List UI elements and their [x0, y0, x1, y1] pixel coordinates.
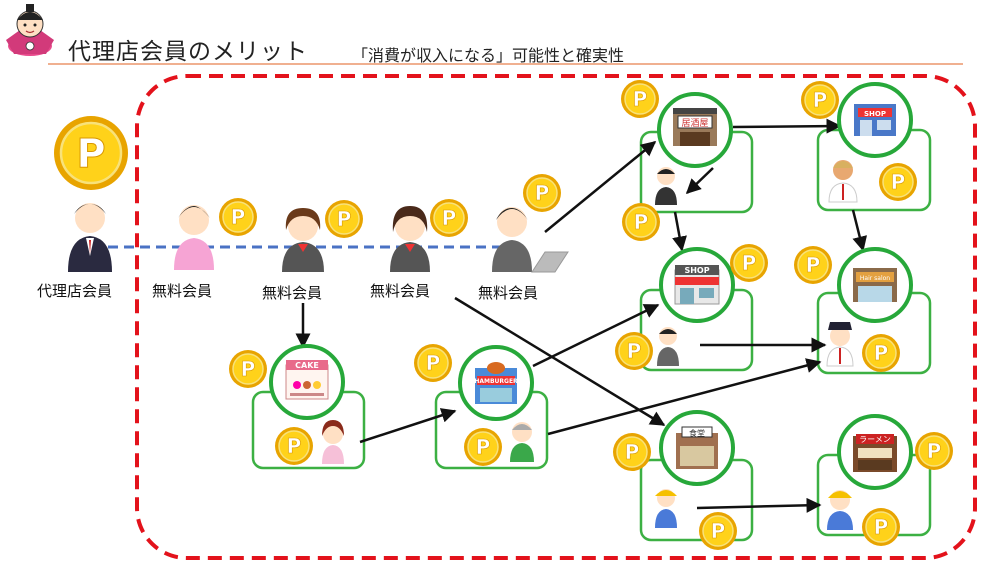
- hamburger-sign: HAMBURGER: [474, 378, 518, 385]
- customer-cake-woman: [322, 420, 344, 464]
- arrow-shokudo-to-ramen: [696, 497, 822, 513]
- coin-icon: [620, 79, 660, 119]
- arrow-izakaya-to-shop-top: [732, 118, 842, 134]
- customer-ramen-worker: [827, 490, 853, 530]
- coin-icon: [228, 349, 268, 389]
- ramen-sign: ラーメン: [859, 435, 891, 444]
- label-agent: 代理店会員: [37, 282, 113, 300]
- customer-hair-officer: [826, 322, 854, 367]
- customer-shop-top-man: [828, 160, 858, 203]
- coin-icon: [621, 202, 661, 242]
- coin-icon: [413, 343, 453, 383]
- arrow-free4-to-shokudo: [454, 296, 666, 427]
- coin-icon: [861, 333, 901, 373]
- shop-izakaya-icon: 居酒屋: [673, 108, 717, 146]
- shop-hair-icon: Hair salon: [853, 268, 897, 302]
- coin-icon: [878, 162, 918, 202]
- page-subtitle: 「消費が収入になる」可能性と確実性: [352, 46, 625, 65]
- izakaya-sign: 居酒屋: [681, 118, 708, 129]
- person-free-1: [174, 205, 214, 270]
- arrow-hamburger-to-shop-mid: [532, 303, 660, 368]
- person-free-3: [390, 206, 430, 272]
- coin-icon: [429, 198, 469, 238]
- coin-icon: [800, 80, 840, 120]
- coin-icon: [698, 511, 738, 551]
- coin-icon: [914, 431, 954, 471]
- coin-icon: [274, 426, 314, 466]
- customer-shokudo-worker: [655, 489, 677, 528]
- person-free-4: [492, 207, 569, 273]
- arrow-shop-top-to-hair: [851, 209, 868, 252]
- label-free-4: 無料会員: [478, 284, 539, 302]
- customer-shop-mid-man: [657, 327, 679, 366]
- cake-sign: CAKE: [295, 361, 319, 370]
- coin-icon: [729, 243, 769, 283]
- coin-big-icon: [52, 114, 130, 192]
- arrow-cake-to-hamburger: [359, 408, 457, 444]
- shop-mid-icon: SHOP: [674, 265, 720, 305]
- shop-cake-icon: CAKE: [285, 360, 329, 400]
- person-free-2: [282, 208, 324, 272]
- arrow-man-to-shop-mid: [672, 211, 687, 252]
- page-title: 代理店会員のメリット: [68, 39, 308, 65]
- customer-izakaya-man: [655, 167, 677, 205]
- label-free-1: 無料会員: [152, 282, 213, 300]
- shop-top-icon: SHOP: [854, 104, 896, 136]
- coin-icon: [793, 245, 833, 285]
- title-rule: [48, 63, 963, 65]
- coin-icon: [522, 173, 562, 213]
- customer-hamburger-man: [510, 422, 534, 462]
- label-free-3: 無料会員: [370, 282, 431, 300]
- arrow-free4-to-izakaya: [544, 141, 657, 233]
- hair-salon-sign: Hair salon: [860, 275, 890, 282]
- coin-icon: [614, 331, 654, 371]
- coin-icon: [612, 432, 652, 472]
- shop-top-sign: SHOP: [864, 110, 886, 118]
- shokudo-sign: 食堂: [689, 428, 705, 438]
- person-agent: [68, 203, 112, 272]
- shop-hamburger-icon: HAMBURGER: [474, 362, 518, 404]
- coin-icon: [463, 427, 503, 467]
- coin-icon: [324, 199, 364, 239]
- coin-icon: [861, 507, 901, 547]
- arrow-hamburger-to-hair: [547, 358, 822, 436]
- arrow-izakaya-to-man: [685, 167, 714, 195]
- shop-shokudo-icon: 食堂: [676, 426, 718, 469]
- shop-mid-sign: SHOP: [684, 266, 709, 275]
- coin-icon: [218, 197, 258, 237]
- shop-ramen-icon: ラーメン: [853, 434, 897, 472]
- label-free-2: 無料会員: [262, 284, 323, 302]
- mascot-logo: [6, 4, 54, 56]
